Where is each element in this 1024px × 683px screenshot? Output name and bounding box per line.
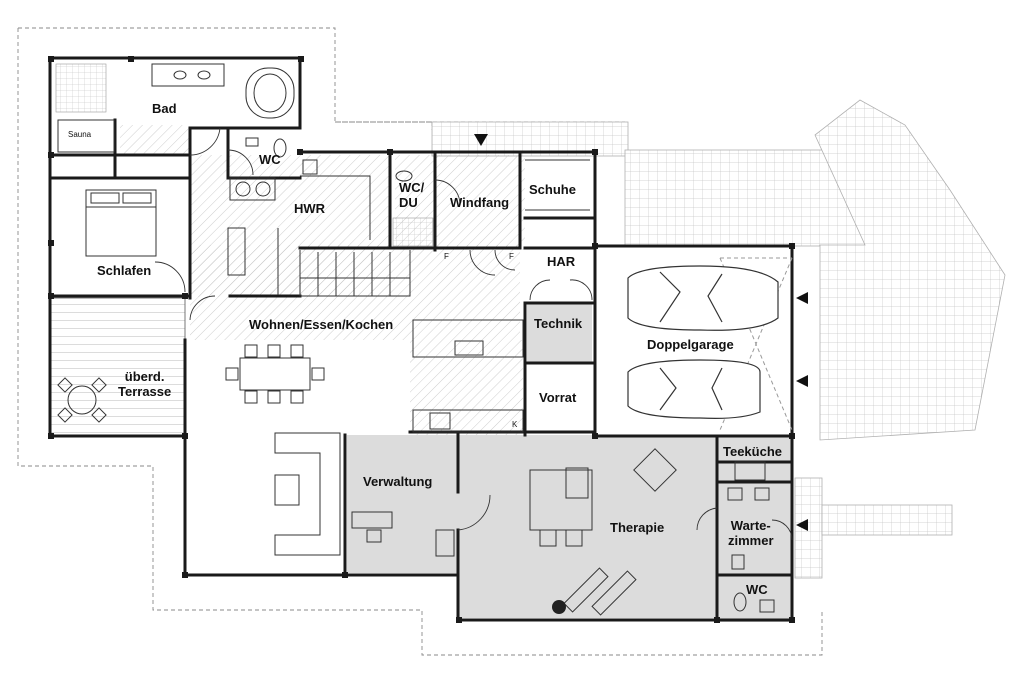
tiled-floors <box>55 63 434 247</box>
room-label-sauna: Sauna <box>68 130 92 139</box>
cooler-mark: K <box>512 420 518 429</box>
room-label-wc-du: WC/ DU <box>399 180 425 210</box>
room-label-hwr: HWR <box>294 201 326 216</box>
entrance-arrows <box>474 134 808 531</box>
room-label-windfang: Windfang <box>450 195 510 210</box>
fire-door-mark: F <box>509 252 514 261</box>
room-label-teekueche: Teeküche <box>723 444 783 459</box>
room-label-verwaltung: Verwaltung <box>363 474 433 489</box>
room-label-vorrat: Vorrat <box>539 390 577 405</box>
room-label-technik: Technik <box>534 316 583 331</box>
paving <box>431 99 1006 579</box>
plant <box>552 600 566 614</box>
room-label-terrasse: überd. Terrasse <box>118 369 172 399</box>
fire-door-mark: F <box>444 252 449 261</box>
column-markers <box>48 56 795 623</box>
room-label-har: HAR <box>547 254 576 269</box>
garage-cars <box>627 265 779 419</box>
doors <box>154 127 793 541</box>
fittings <box>57 63 793 616</box>
terrace-deck <box>49 297 186 437</box>
room-label-schuhe: Schuhe <box>529 182 576 197</box>
shaded-areas <box>347 303 792 622</box>
room-label-doppelgarage: Doppelgarage <box>647 337 734 352</box>
room-label-schlafen: Schlafen <box>97 263 152 278</box>
room-label-bad: Bad <box>152 101 177 116</box>
room-label-wohnen: Wohnen/Essen/Kochen <box>249 317 394 332</box>
room-label-therapie: Therapie <box>610 520 665 535</box>
room-label-wc-bottom: WC <box>746 582 768 597</box>
room-label-wartezimmer: Warte- zimmer <box>728 518 774 548</box>
room-label-wc-top: WC <box>259 152 281 167</box>
